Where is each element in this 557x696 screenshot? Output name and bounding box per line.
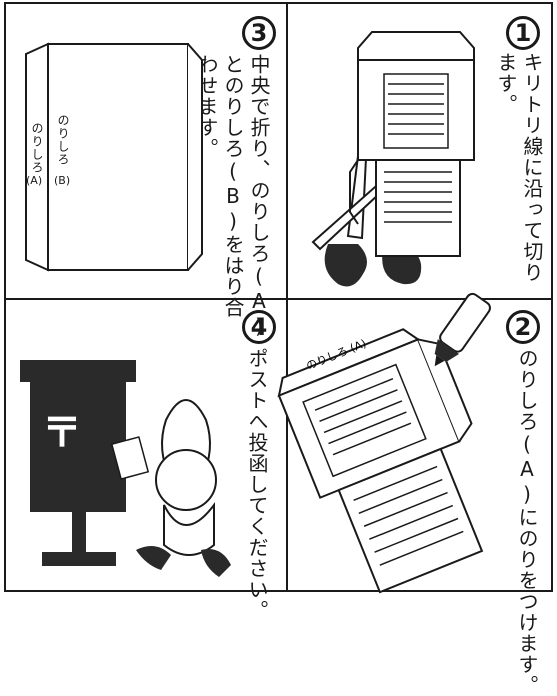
glue-sheet-illustration [277,292,491,594]
instruction-sheet [4,2,553,592]
step-1-text: キリトリ線に沿って切り ます。 [494,52,544,283]
divider-horizontal [4,298,553,300]
postbox-symbol: 〒 [42,410,82,456]
label-b: (B) [54,174,71,187]
norishiro-b-label: のりしろ [56,114,70,166]
divider-vertical [286,2,288,592]
step-3-panel: 3 中央で折り、のりしろ(A) とのりしろ(B)をはり合 わせます。 のりしろ … [6,4,286,339]
cut-sheet-illustration [311,31,475,287]
tab-label-a-top: のりしろ (A) [304,337,368,373]
step-1-number: 1 [506,16,540,50]
step-4-panel: 4 ポストへ投函してください。 〒 [6,300,286,621]
norishiro-a-label: のりしろ [30,122,44,174]
step-4-number: 4 [242,310,276,344]
folded-sheet-illustration [25,42,203,272]
step-3-number: 3 [242,16,276,50]
postbox-illustration [20,360,231,577]
step-4-text: ポストへ投函してください。 [245,348,269,621]
label-a: (A) [26,174,43,187]
step-2-panel: 2 のりしろ(A)にのりをつけます。 のりし [277,292,551,696]
step-3-text: 中央で折り、のりしろ(A) とのりしろ(B)をはり合 わせます。 [195,54,271,339]
step-1-panel: 1 キリトリ線に沿って切り ます。 [288,4,551,298]
step-2-number: 2 [506,310,540,344]
